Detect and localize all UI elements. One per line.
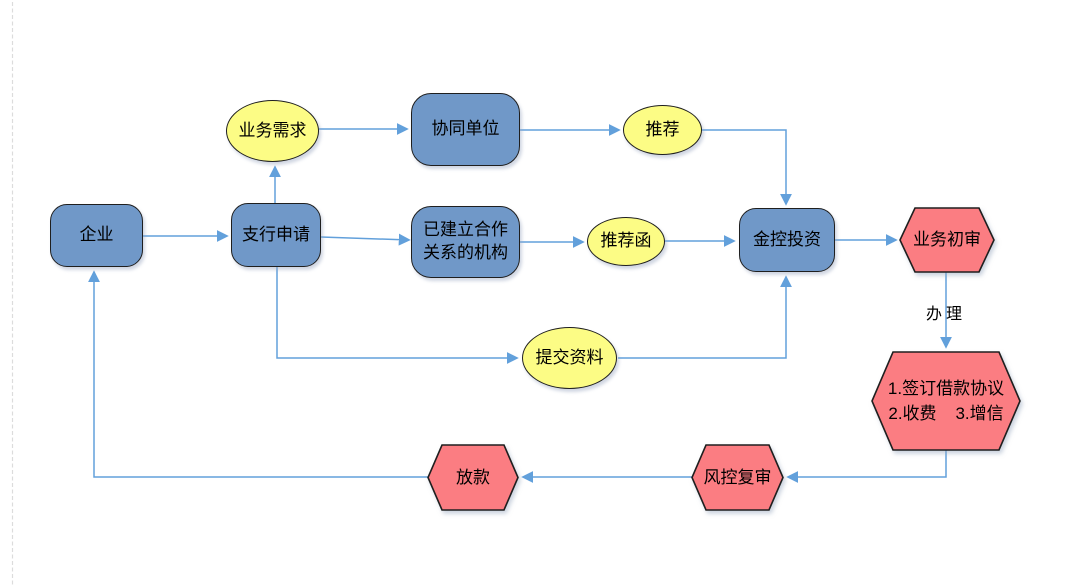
- node-enterprise-label: 企业: [79, 225, 114, 245]
- edge-label-handle: 办理: [925, 306, 966, 323]
- node-partner-institution-line2: 关系的机构: [423, 243, 508, 262]
- sign-loan-agreement-hexagon: [871, 351, 1021, 451]
- node-enterprise: 企业: [50, 204, 143, 267]
- node-cooperating-unit-label: 协同单位: [431, 119, 500, 139]
- node-recommendation-letter-label: 推荐函: [600, 231, 652, 251]
- connector-recommendation-to-jinkong: [702, 129, 792, 206]
- connector-submit-to-jinkong: [618, 275, 792, 359]
- node-branch-application: 支行申请: [231, 203, 321, 267]
- node-submit-materials: 提交资料: [522, 327, 617, 389]
- connector-branch-to-submit: [276, 267, 519, 364]
- node-submit-materials-label: 提交资料: [535, 347, 604, 367]
- node-cooperating-unit: 协同单位: [411, 93, 520, 166]
- connector-sign-to-risk-review: [786, 450, 947, 483]
- connector-loan-to-enterprise: [88, 270, 428, 478]
- connector-branch-to-partner: [320, 233, 411, 246]
- node-jinkong-investment: 金控投资: [739, 208, 835, 272]
- risk-control-review-hexagon: [691, 444, 784, 511]
- node-jinkong-investment-label: 金控投资: [753, 229, 821, 249]
- node-partner-institution: 已建立合作 关系的机构: [411, 206, 520, 278]
- node-business-demand-label: 业务需求: [238, 120, 307, 140]
- node-partner-institution-line1: 已建立合作: [423, 220, 508, 240]
- node-recommendation-letter: 推荐函: [587, 217, 665, 266]
- node-recommendation-label: 推荐: [645, 119, 680, 139]
- business-initial-review-hexagon: [899, 207, 995, 273]
- node-branch-application-label: 支行申请: [242, 224, 310, 244]
- node-business-demand: 业务需求: [226, 100, 319, 162]
- loan-disbursement-hexagon: [427, 444, 519, 511]
- node-recommendation: 推荐: [623, 105, 702, 155]
